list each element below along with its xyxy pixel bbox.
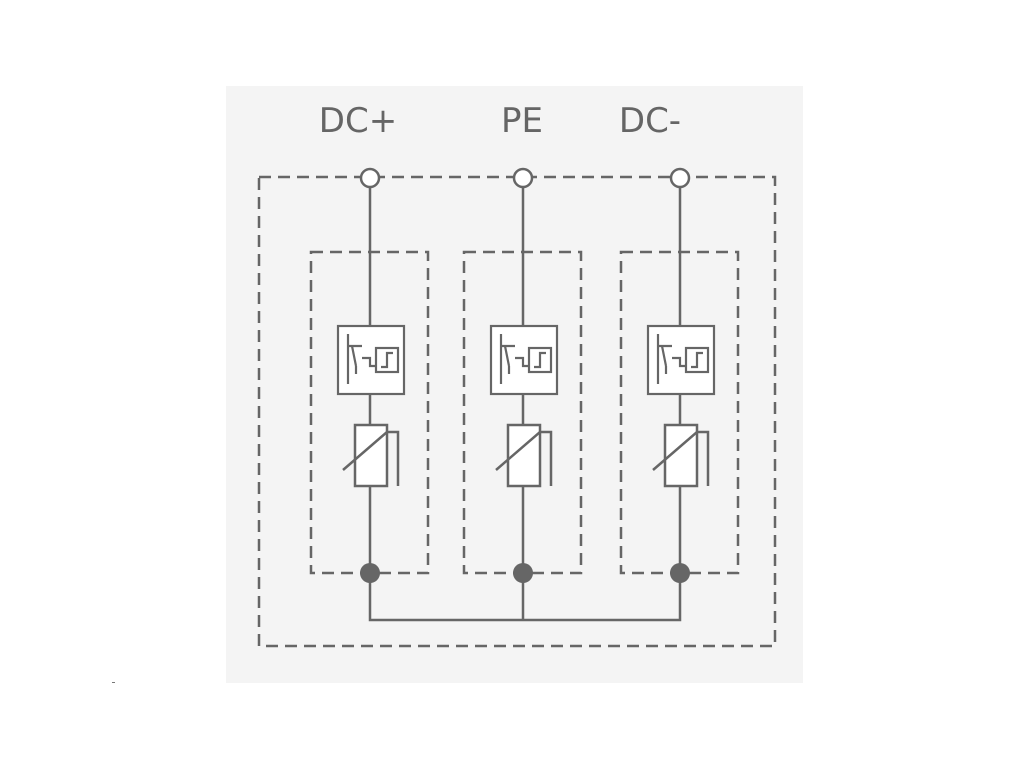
terminal-label-pe: PE bbox=[501, 101, 543, 141]
terminal-label-dc-minus: DC- bbox=[618, 101, 682, 141]
terminal-pe bbox=[512, 167, 534, 189]
junction-node-dc-plus bbox=[360, 563, 380, 583]
junction-node-dc-minus bbox=[670, 563, 690, 583]
terminal-dc-plus bbox=[359, 167, 381, 189]
junction-node-pe bbox=[513, 563, 533, 583]
varistor-icon bbox=[495, 423, 553, 488]
thermal-disconnector-icon bbox=[489, 324, 559, 396]
varistor-icon bbox=[652, 423, 710, 488]
terminal-label-dc-plus: DC+ bbox=[318, 101, 398, 141]
bottom-bus bbox=[368, 573, 682, 622]
thermal-disconnector-icon bbox=[336, 324, 406, 396]
terminal-dc-minus bbox=[669, 167, 691, 189]
thermal-disconnector-icon bbox=[646, 324, 716, 396]
stray-mark bbox=[112, 682, 115, 683]
varistor-icon bbox=[342, 423, 400, 488]
